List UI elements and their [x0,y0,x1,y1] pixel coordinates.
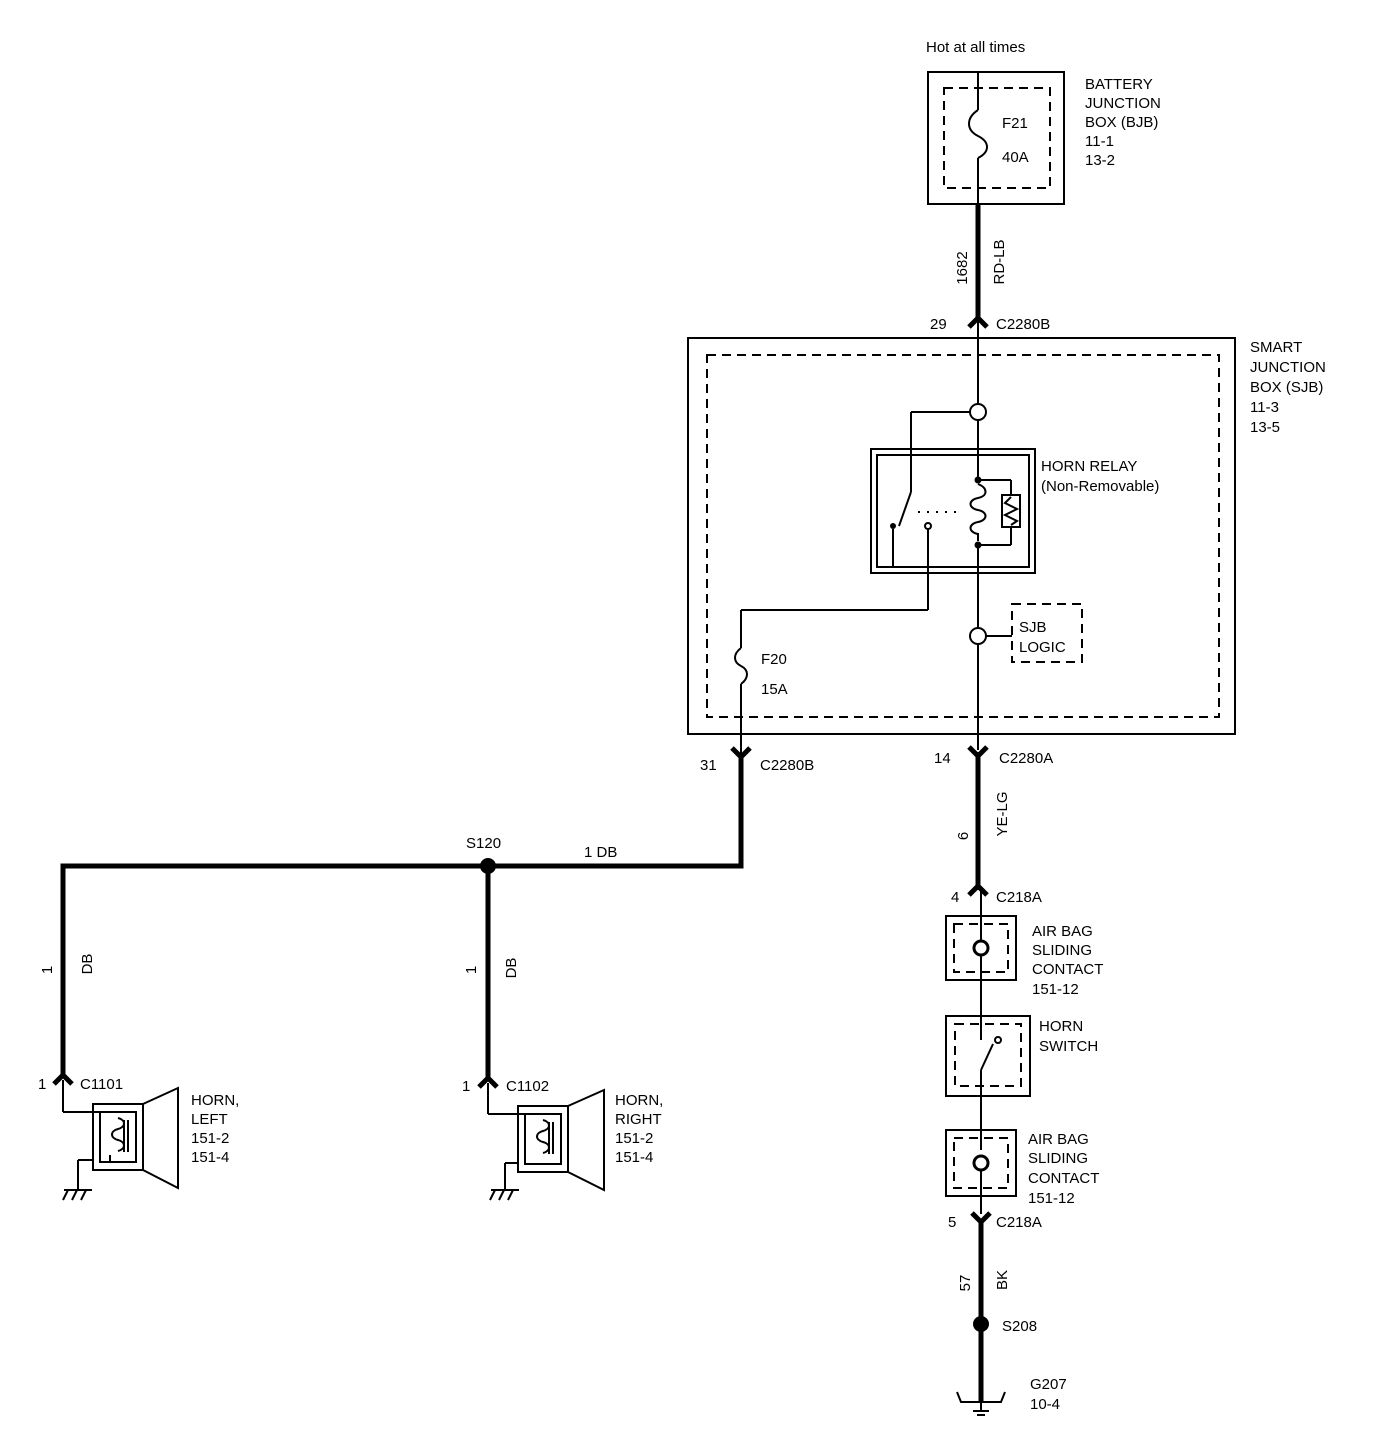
sjb-inner-dashed [706,354,1220,718]
wire-right-number: 1 [463,966,480,974]
horn-left-label-4: 151-4 [191,1149,229,1166]
wire-6-number: 6 [955,832,972,840]
c2280a-pin: 14 [934,750,951,767]
ground-g207-icon [956,1391,1006,1416]
wire-left-number: 1 [39,966,56,974]
horn-right-label-4: 151-4 [615,1149,653,1166]
c218a-top-pin: 4 [951,889,959,906]
horn-right-icon [487,1083,605,1201]
airbag-top-label-3: CONTACT [1032,961,1103,978]
f21-fuse-symbol [968,109,988,159]
horn-right-label-2: RIGHT [615,1111,662,1128]
c1102-pin: 1 [462,1078,470,1095]
bjb-label-2: JUNCTION [1085,95,1161,112]
c2280b-top-label: C2280B [996,316,1050,333]
airbag-top-label-2: SLIDING [1032,942,1092,959]
c2280b-bottom-pin: 31 [700,757,717,774]
c1101-connector-icon [52,1071,74,1086]
s120-label: S120 [466,835,501,852]
airbag-bottom-label-1: AIR BAG [1028,1131,1089,1148]
c2280b-top-pin: 29 [930,316,947,333]
f21-fuse-name: F21 [1002,115,1028,132]
horn-left-label-1: HORN, [191,1092,239,1109]
wire-57-color: BK [994,1270,1011,1290]
horn-right-label-1: HORN, [615,1092,663,1109]
ground-label-1: G207 [1030,1376,1067,1393]
hot-at-all-times-note: Hot at all times [926,39,1025,56]
horn-switch-icon [980,1043,994,1071]
sjb-logic-box [1011,603,1083,663]
f21-fuse-rating: 40A [1002,149,1029,166]
sjb-label-2: JUNCTION [1250,359,1326,376]
horn-left-label-2: LEFT [191,1111,228,1128]
wire-1-db-label: 1 DB [584,844,617,861]
sjb-label-3: BOX (SJB) [1250,379,1323,396]
relay-switch-arm [898,491,912,527]
bjb-inner-dashed [943,87,1051,189]
c2280b-top-connector-icon [967,314,989,329]
c1102-label: C1102 [506,1078,549,1095]
wire-left-color: DB [79,954,96,975]
horn-switch-label-2: SWITCH [1039,1038,1098,1055]
horn-left-label-3: 151-2 [191,1130,229,1147]
f20-fuse-symbol [734,647,748,685]
wire-1682-color: RD-LB [991,239,1008,284]
bjb-label-1: BATTERY [1085,76,1153,93]
wire-57-number: 57 [957,1275,974,1292]
bjb-label-5: 13-2 [1085,152,1115,169]
wire-right-color: DB [503,958,520,979]
horn-relay-note: (Non-Removable) [1041,478,1159,495]
c218a-top-label: C218A [996,889,1042,906]
horn-left-icon [62,1080,179,1201]
horn-right-label-3: 151-2 [615,1130,653,1147]
airbag-bottom-label-2: SLIDING [1028,1150,1088,1167]
sjb-logic-label-1: SJB [1019,619,1047,636]
airbag-top-label-4: 151-12 [1032,981,1079,998]
sjb-logic-terminal [969,627,987,645]
sjb-logic-label-2: LOGIC [1019,639,1066,656]
horn-relay-name: HORN RELAY [1041,458,1137,475]
sjb-label-1: SMART [1250,339,1302,356]
sjb-label-5: 13-5 [1250,419,1280,436]
c2280a-label: C2280A [999,750,1053,767]
sjb-box [687,337,1236,735]
wire-1-db [60,757,744,1075]
s208-splice [973,1316,989,1332]
relay-contact [924,522,932,530]
horn-relay-outer [870,448,1036,574]
wire-6-color: YE-LG [994,791,1011,836]
c218a-top-connector-icon [967,882,989,897]
s120-splice [480,858,496,874]
c2280b-bottom-label: C2280B [760,757,814,774]
c218a-bottom-pin: 5 [948,1214,956,1231]
f20-fuse-rating: 15A [761,681,788,698]
c1102-connector-icon [477,1074,499,1089]
sjb-internal-terminal-top [969,403,987,421]
airbag-bottom-label-4: 151-12 [1028,1190,1075,1207]
airbag-contact-top-icon [972,939,990,957]
c1101-pin: 1 [38,1076,46,1093]
wire-1682-number: 1682 [954,251,971,284]
bjb-box [927,71,1065,205]
horn-switch-box [945,1015,1031,1097]
f20-fuse-name: F20 [761,651,787,668]
bjb-label-4: 11-1 [1085,133,1114,150]
airbag-top-label-1: AIR BAG [1032,923,1093,940]
bjb-label-3: BOX (BJB) [1085,114,1158,131]
airbag-contact-bottom-icon [972,1154,990,1172]
c218a-bottom-label: C218A [996,1214,1042,1231]
horn-relay-inner [876,454,1030,568]
s208-label: S208 [1002,1318,1037,1335]
c1101-label: C1101 [80,1076,123,1093]
ground-label-2: 10-4 [1030,1396,1060,1413]
relay-coil [969,483,987,541]
horn-switch-label-1: HORN [1039,1018,1083,1035]
airbag-bottom-label-3: CONTACT [1028,1170,1099,1187]
sjb-label-4: 11-3 [1250,399,1279,416]
